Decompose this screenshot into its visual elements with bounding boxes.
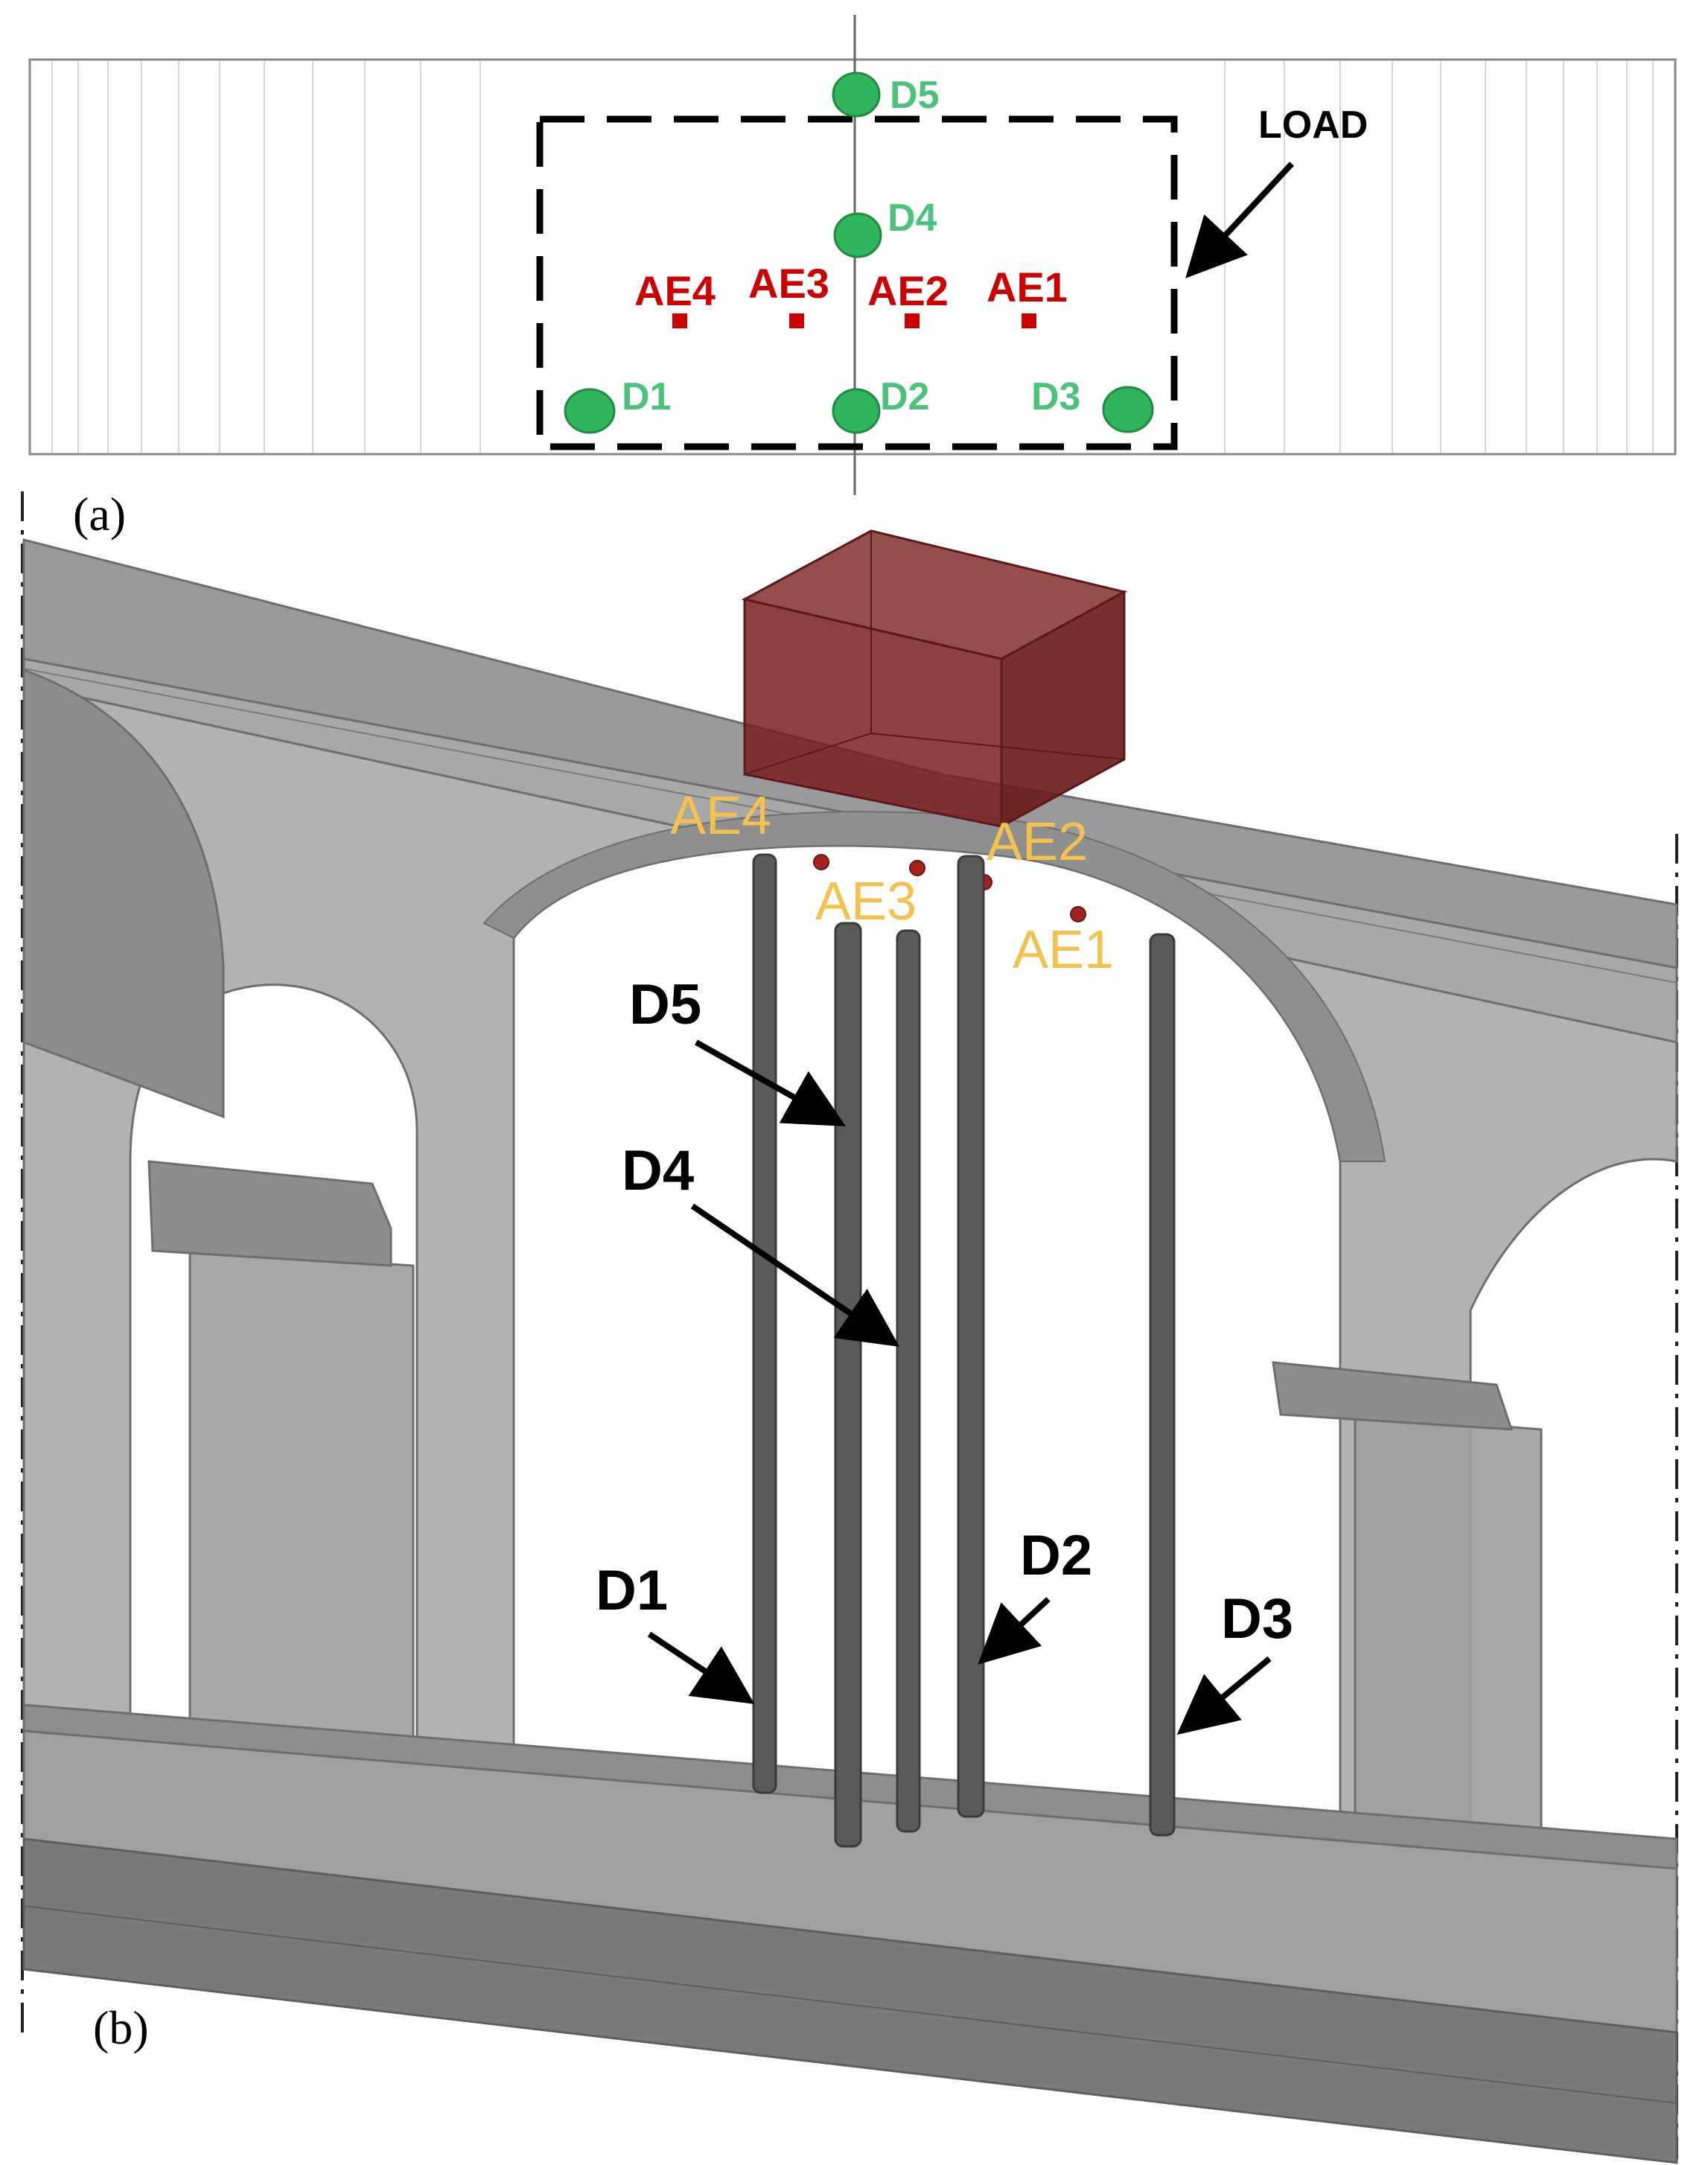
- d3-label-plan: D3: [1031, 375, 1080, 418]
- displacement-rods: [752, 853, 1176, 1848]
- ae3-marker: [789, 313, 804, 328]
- foundation-line: [23, 1905, 1677, 2104]
- ae3-sensor: [909, 860, 925, 876]
- panel-a-label: (a): [73, 488, 126, 541]
- ae1-marker: [1022, 313, 1036, 328]
- d1-marker: [564, 388, 616, 434]
- right-pier-cap: [1272, 1361, 1514, 1431]
- rod-d4: [896, 929, 921, 1833]
- d4-label-plan: D4: [888, 197, 937, 240]
- rod-d2: [957, 855, 985, 1818]
- ae1-label-3d: AE1: [1013, 920, 1114, 980]
- ae3-label-plan: AE3: [748, 260, 829, 307]
- d-arrows-3d: [647, 1039, 1272, 1735]
- displacement-labels-plan: D5 D4 D1 D2 D3: [622, 74, 1080, 418]
- load-block: [741, 529, 1128, 829]
- d2-arrow: [978, 1597, 1051, 1665]
- ae1-sensor: [1070, 906, 1086, 922]
- d2-marker: [832, 388, 881, 434]
- d1-label-plan: D1: [622, 375, 671, 418]
- rod-d1: [752, 853, 777, 1794]
- d4-arrow: [690, 1203, 900, 1347]
- left-pier-cap: [147, 1160, 392, 1267]
- d2-label-plan: D2: [880, 375, 929, 418]
- d5-marker: [832, 71, 881, 118]
- d1-label-3d: D1: [596, 1559, 668, 1622]
- d-labels-3d: D5 D4 D1 D2 D3: [596, 973, 1293, 1651]
- load-footprint: [536, 115, 1178, 450]
- d3-label-3d: D3: [1221, 1587, 1293, 1651]
- ae4-label-plan: AE4: [634, 267, 716, 314]
- ae2-label-3d: AE2: [987, 812, 1088, 872]
- d4-label-3d: D4: [622, 1139, 694, 1202]
- rod-d3: [1149, 933, 1176, 1837]
- plan-grid-lines: [51, 61, 1654, 453]
- panel-b-label: (b): [93, 2001, 149, 2054]
- left-arch-opening: [22, 668, 225, 1119]
- ae2-label-plan: AE2: [867, 267, 949, 314]
- d3-marker: [1102, 386, 1154, 433]
- d3-arrow: [1176, 1656, 1272, 1735]
- ae-labels-3d: AE4 AE3 AE2 AE1: [670, 786, 1114, 980]
- d2-label-3d: D2: [1020, 1524, 1092, 1587]
- ae3-label-3d: AE3: [815, 872, 917, 931]
- load-block-hidden-edge-2: [744, 733, 872, 775]
- d1-arrow: [647, 1631, 755, 1704]
- rod-d5: [834, 922, 862, 1848]
- d5-arrow: [695, 1039, 846, 1126]
- panel-b: AE4 AE3 AE2 AE1 D5 D4 D1 D2 D3 (b): [21, 491, 1678, 2164]
- ae-labels-plan: AE4 AE3 AE2 AE1: [634, 260, 1068, 314]
- ae1-label-plan: AE1: [987, 264, 1068, 310]
- load-label: LOAD: [1258, 103, 1368, 147]
- d5-label-3d: D5: [629, 973, 701, 1036]
- panel-a: LOAD AE4 AE3 AE2 AE1 D5 D4 D1 D2 D3: [28, 15, 1677, 541]
- d4-marker: [833, 212, 882, 258]
- ae-sensor-markers-plan: [672, 313, 1036, 328]
- ae4-marker: [672, 313, 687, 328]
- arch-intrados-band: [482, 811, 1386, 1162]
- left-pier: [188, 1249, 415, 1773]
- load-arrow: [1185, 162, 1294, 278]
- load-block-hidden-edge-3: [870, 733, 1125, 760]
- displacement-markers-plan: [564, 71, 1154, 434]
- d5-label-plan: D5: [890, 74, 939, 117]
- ae4-label-3d: AE4: [670, 786, 771, 846]
- base-foundation: [22, 1837, 1678, 2164]
- ae4-sensor: [813, 854, 829, 870]
- ae2-marker: [905, 313, 920, 328]
